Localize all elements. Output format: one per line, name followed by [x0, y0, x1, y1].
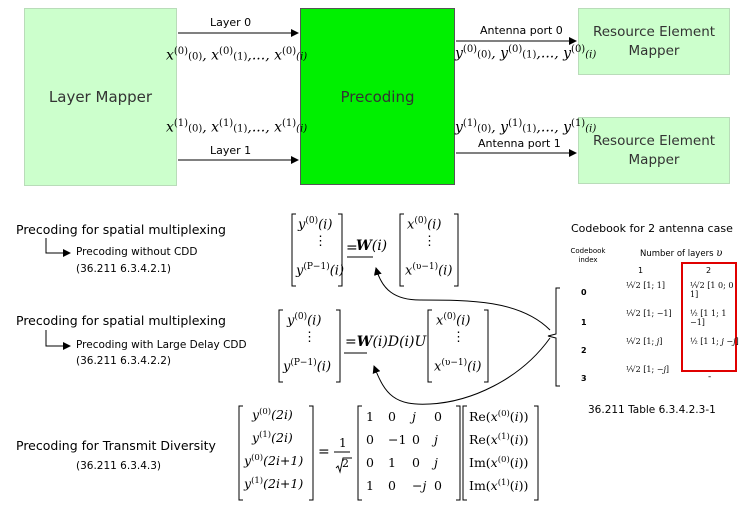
section-sub-sm-1: Precoding without CDD — [76, 246, 198, 258]
codebook-index-header: Codebook index — [566, 247, 610, 265]
codebook-index-header-text: Codebook index — [570, 247, 606, 264]
layer-mapper-block: Layer Mapper — [24, 8, 177, 186]
codebook-index-1: 1 — [581, 318, 587, 327]
bullet-connector-1 — [45, 238, 71, 257]
section-ref-sm-1: (36.211 6.3.4.2.1) — [76, 263, 172, 275]
eq2-brackets — [278, 309, 489, 383]
eq1-brackets — [291, 213, 459, 287]
resource-element-mapper-block-1: Resource Element Mapper — [578, 117, 730, 184]
codebook-title: Codebook for 2 antenna case — [571, 222, 733, 235]
section-ref-sm-2: (36.211 6.3.4.2.2) — [76, 355, 172, 367]
codebook-rank2-entries: ¹⁄√2 [1 0; 0 1] ½ [1 1; 1 −1] ½ [1 1; j … — [690, 281, 739, 346]
codebook-index-0: 0 — [581, 288, 587, 297]
layer-mapper-label: Layer Mapper — [48, 88, 153, 106]
codebook-to-w-arrow-1 — [373, 267, 551, 331]
section-ref-td: (36.211 6.3.4.3) — [76, 460, 162, 472]
section-title-td: Precoding for Transmit Diversity — [16, 438, 216, 453]
codebook-layers-header-text: Number of layers — [640, 249, 714, 259]
rem-label-1: Resource Element Mapper — [592, 132, 716, 168]
section-sub-sm-2: Precoding with Large Delay CDD — [76, 339, 247, 351]
layer0-label: Layer 0 — [210, 16, 252, 29]
rank2-highlight-box — [681, 262, 737, 372]
codebook-index-3: 3 — [581, 374, 587, 383]
antenna0-sequence: y(0)(0), y(0)(1),..., y(0)(i) — [455, 44, 597, 62]
eq3-brackets — [238, 405, 539, 501]
section-title-sm-2: Precoding for spatial multiplexing — [16, 313, 226, 328]
codebook-brace — [547, 287, 560, 387]
antenna1-sequence: y(1)(0), y(1)(1),..., y(1)(i) — [455, 118, 597, 136]
codebook-layers-symbol: υ — [716, 248, 723, 259]
resource-element-mapper-block-0: Resource Element Mapper — [578, 8, 730, 75]
layer1-label: Layer 1 — [210, 144, 252, 157]
antenna-port1-label: Antenna port 1 — [478, 137, 561, 150]
codebook-to-w-arrow-2 — [372, 337, 551, 405]
codebook-table-ref: 36.211 Table 6.3.4.2.3-1 — [588, 404, 716, 416]
codebook-rank1-entries: ¹⁄√2 [1; 1] ¹⁄√2 [1; −1] ¹⁄√2 [1; j] ¹⁄√… — [626, 281, 672, 374]
antenna-port0-label: Antenna port 0 — [480, 24, 563, 37]
precoding-block: Precoding — [300, 8, 455, 185]
precoding-label: Precoding — [340, 87, 415, 106]
codebook-col-1: 1 — [638, 266, 644, 275]
codebook-rank2-index3: - — [708, 372, 712, 382]
codebook-col-2: 2 — [706, 266, 712, 275]
layer1-sequence: x(1)(0), x(1)(1),..., x(1)(i) — [166, 118, 308, 136]
codebook-layers-header: Number of layers υ — [640, 248, 722, 259]
bullet-connector-2 — [45, 330, 71, 350]
section-title-sm-1: Precoding for spatial multiplexing — [16, 222, 226, 237]
codebook-index-2: 2 — [581, 346, 587, 355]
rem-label-0: Resource Element Mapper — [592, 23, 716, 59]
layer0-sequence: x(0)(0), x(0)(1),..., x(0)(i) — [166, 46, 308, 64]
